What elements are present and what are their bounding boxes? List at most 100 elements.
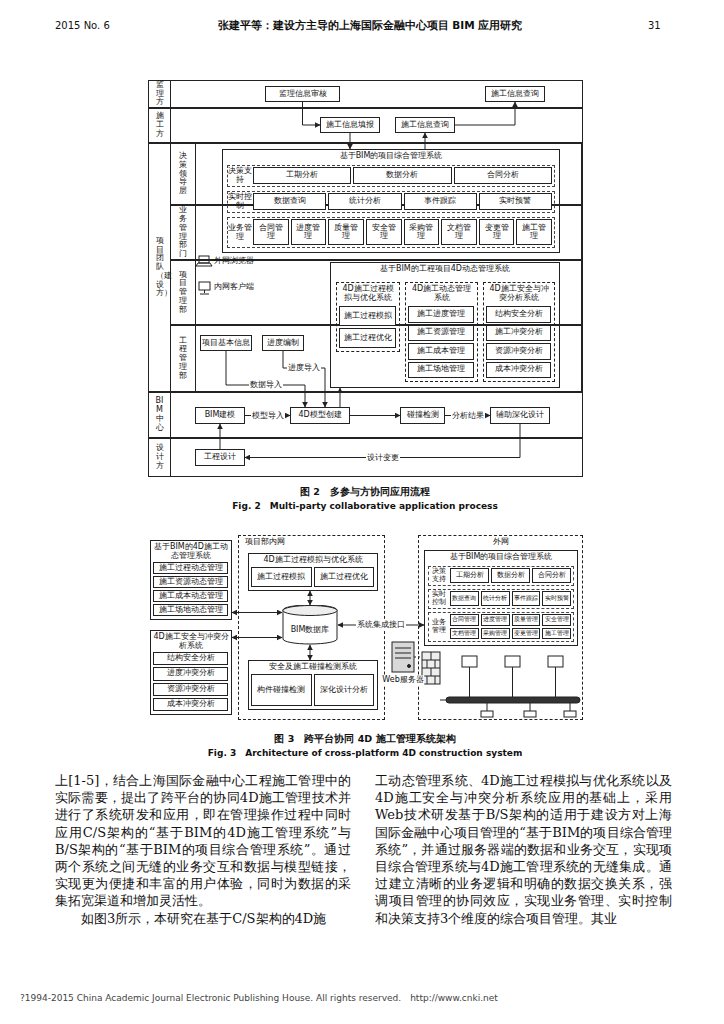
process-box: 进度管理	[291, 219, 327, 245]
row-label: 决策支持	[228, 166, 252, 186]
box-label: 成本冲突分析	[167, 700, 215, 709]
swimlane: 施工方施工信息填报施工信息查询	[148, 108, 583, 143]
box-label: 变更管理	[481, 224, 513, 241]
box-label: 施工管理	[545, 630, 569, 637]
process-box: 质量管理	[512, 614, 541, 626]
desktop-icon	[199, 282, 210, 294]
row-label: 业务管理	[228, 218, 252, 247]
process-box: 辅助深化设计	[490, 407, 550, 424]
lane-header: 项目管理部	[171, 261, 196, 324]
text-label: 2015 No. 6	[55, 20, 110, 32]
box-label: 施工资源动态管理	[159, 578, 223, 587]
box-label: 辅助深化设计	[496, 411, 544, 420]
text-column: 工动态管理系统、4D施工过程模拟与优化系统以及4D施工安全与冲突分析系统应用的基…	[375, 772, 672, 927]
system-group: 外网基于BIM的项目综合管理系统决策支持工期分析数据分析合同分析实时控制数据查询…	[418, 535, 583, 720]
box-label: 施工冲突分析	[495, 328, 543, 337]
lane-header: BIM中心	[149, 393, 171, 437]
figure-caption: 图 2 多参与方协同应用流程	[300, 486, 430, 497]
process-box: 施工成本管理	[408, 343, 474, 360]
box-label: 施工成本动态管理	[159, 592, 223, 601]
lane-header: 决策领导层	[171, 144, 196, 204]
group-title: 基于BIM的4D施工动态管理系统	[153, 543, 229, 561]
process-box: 统计分析	[328, 193, 401, 210]
process-box: 施工资源动态管理	[153, 576, 228, 588]
connector-arrow	[310, 645, 311, 660]
box-label: 数据查询	[274, 197, 306, 206]
box-label: 资源冲突分析	[495, 347, 543, 356]
system-group: 4D施工安全与冲突分析系统结构安全分析进度冲突分析资源冲突分析成本冲突分析	[150, 630, 232, 715]
text-label: 张建平等：建设方主导的上海国际金融中心项目 BIM 应用研究	[218, 19, 523, 32]
system-group: 基于BIM的项目综合管理系统决策支持工期分析数据分析合同分析实时控制数据查询统计…	[424, 550, 578, 646]
server-icon	[392, 642, 414, 672]
box-label: 施工场地管理	[417, 365, 465, 374]
lane-label: 决策领导层	[179, 152, 187, 196]
box-label: 采购管理	[406, 224, 438, 241]
box-label: 质量管理	[514, 616, 538, 623]
process-box: 合同管理	[253, 219, 289, 245]
process-box: 合同分析	[454, 167, 552, 184]
process-box: 变更管理	[479, 219, 515, 245]
connector-arrow	[350, 415, 400, 416]
process-box: 采购管理	[481, 628, 510, 640]
lane-label: 项目团队（建设方）	[156, 237, 164, 299]
group-title: 4D施工安全与冲突分析系统	[486, 285, 552, 303]
box-label: 资源冲突分析	[167, 685, 215, 694]
box-label: 实时预警	[499, 197, 531, 206]
box-label: 进度管理	[293, 224, 325, 241]
process-box: 施工场地管理	[408, 362, 474, 379]
box-label: 施工资源管理	[417, 328, 465, 337]
system-group: 4D施工过程模拟与优化系统施工过程模拟施工过程优化	[336, 282, 400, 352]
box-label: 施工过程优化	[320, 573, 368, 582]
process-box: 进度编制	[262, 335, 304, 351]
process-box: 文档管理	[441, 219, 477, 245]
laptop-icon	[196, 256, 212, 266]
process-box: 数据分析	[353, 167, 451, 184]
process-box: 合同管理	[450, 614, 479, 626]
process-box: 施工资源管理	[408, 325, 474, 342]
process-box: 实时预警	[479, 193, 552, 210]
lane-label: BIM中心	[156, 397, 164, 432]
edge-label: 分析结果	[451, 411, 485, 420]
process-box: 数据查询	[450, 591, 479, 606]
swimlane: 监理方监理信息审核施工信息查询	[148, 80, 583, 108]
process-box: 项目基本信息	[200, 335, 252, 351]
box-label: 质量管理	[330, 224, 362, 241]
connector-arrow	[340, 388, 341, 407]
process-box: 合同分析	[532, 568, 571, 583]
process-box: 数据查询	[253, 193, 326, 210]
edge-label: 系统集成接口	[356, 621, 406, 630]
box-label: 施工信息查询	[491, 90, 539, 99]
connector-arrow	[303, 102, 321, 125]
connector-arrow	[455, 102, 515, 125]
text-label: ?1994-2015 China Academic Journal Electr…	[20, 993, 498, 1004]
connector-arrow	[232, 637, 282, 638]
text-label: 31	[648, 20, 661, 32]
text-column: 上[1-5]，结合上海国际金融中心工程施工管理中的实际需要，提出了跨平台的协同4…	[55, 772, 351, 927]
process-box: 资源冲突分析	[486, 343, 551, 360]
function-row: 决策支持工期分析数据分析合同分析	[227, 165, 555, 187]
body-text: 如图3所示，本研究在基于C/S架构的4D施	[55, 910, 351, 927]
box-label: 构件碰撞检测	[257, 686, 305, 695]
group-title: 外网	[421, 538, 580, 547]
edge-label: 设计变更	[366, 453, 400, 462]
box-label: 施工场地动态管理	[159, 606, 223, 615]
box-label: 事件跟踪	[424, 197, 456, 206]
text-label: 外网浏览器	[214, 256, 254, 266]
process-box: 施工场地动态管理	[153, 604, 228, 616]
box-label: 统计分析	[483, 595, 507, 602]
row-label: 实时控制	[429, 590, 449, 608]
process-box: 变更管理	[512, 628, 541, 640]
process-box: 4D模型创建	[290, 407, 350, 424]
function-row: 决策支持工期分析数据分析合同分析	[428, 566, 574, 586]
box-label: 采购管理	[483, 630, 507, 637]
box-label: 工期分析	[456, 572, 484, 580]
edge-label: 模型导入	[251, 411, 285, 420]
process-box: BIM建模	[195, 407, 245, 424]
group-title: 基于BIM的项目综合管理系统	[225, 152, 557, 161]
process-box: 数据分析	[491, 568, 530, 583]
process-box: 施工管理	[516, 219, 552, 245]
group-title: 基于BIM的工程项目4D动态管理系统	[333, 265, 557, 274]
box-label: 变更管理	[514, 630, 538, 637]
system-group: 4D施工过程模拟与优化系统施工过程模拟施工过程优化	[248, 553, 378, 591]
row-label: 业务管理	[429, 613, 449, 641]
